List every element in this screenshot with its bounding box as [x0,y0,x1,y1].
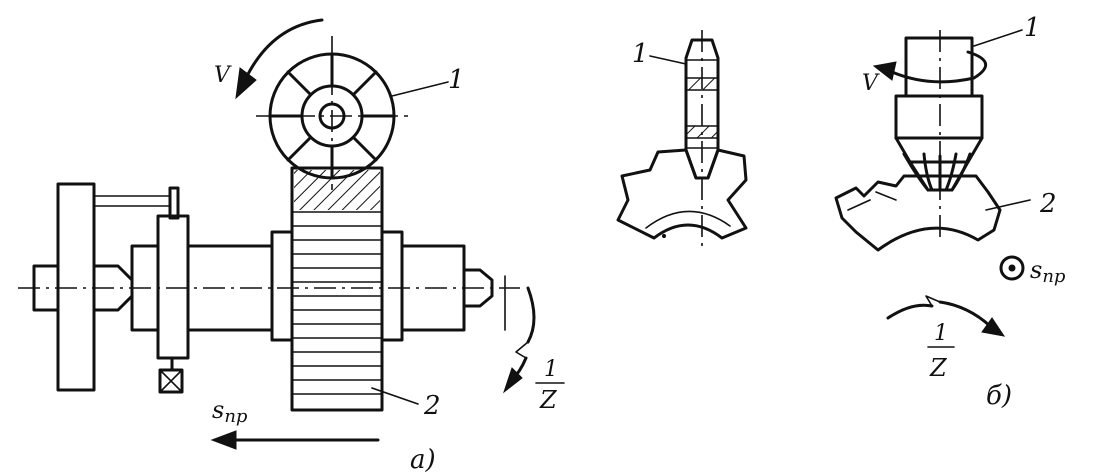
finger-gear-number-label: 2 [1039,189,1057,219]
feed-symbol-b: s [1030,256,1042,284]
gear-blank [290,166,384,412]
feed-direction-symbol [999,255,1025,281]
figure-b-finger: 1 V 2 sпр 1 Z б) [834,13,1066,411]
indexing-arrow [503,286,565,394]
index-denominator: Z [539,386,558,414]
cutter-number-label: 1 [448,65,465,95]
finger-gear-leader-line [985,199,1031,211]
mandrel [156,214,506,394]
figure-a: V 1 2 sпр 1 Z а) [18,18,565,475]
figure-b-disc: 1 [616,30,748,248]
finger-cutter-shank [894,36,984,164]
index-denominator-b: Z [929,354,948,382]
caption-b: б) [986,381,1012,411]
disc-cutter-edge [684,30,720,248]
velocity-label: V [214,63,232,88]
feed-subscript-b: пр [1042,266,1066,287]
finger-cutter-leader-line [973,29,1023,47]
index-numerator-b: 1 [934,321,948,346]
velocity-label-b: V [862,71,880,96]
disc-cutter-number-label: 1 [632,39,649,69]
index-numerator: 1 [544,357,558,382]
gear-number-label: 2 [423,391,441,421]
finger-cutter-rotation-arrow [872,50,987,84]
feed-label-b: sпр [1030,256,1066,287]
feed-subscript: пр [224,406,248,427]
disc-cutter [256,36,408,190]
feed-label: sпр [212,396,248,427]
finger-cutter-tip [902,152,972,192]
cutter-leader-line [391,81,449,97]
feed-symbol: s [212,396,224,424]
gear-leader-line [371,387,419,405]
cutter-rotation-arrow [235,18,324,100]
gear-sector-finger [834,174,1002,252]
disc-cutter-leader-line [649,55,687,65]
indexing-arrow-b [886,295,1006,348]
caption-a: а) [410,445,436,475]
gear-sector-disc [616,148,748,240]
feed-arrow [210,430,380,450]
finger-cutter-number-label: 1 [1024,13,1041,43]
